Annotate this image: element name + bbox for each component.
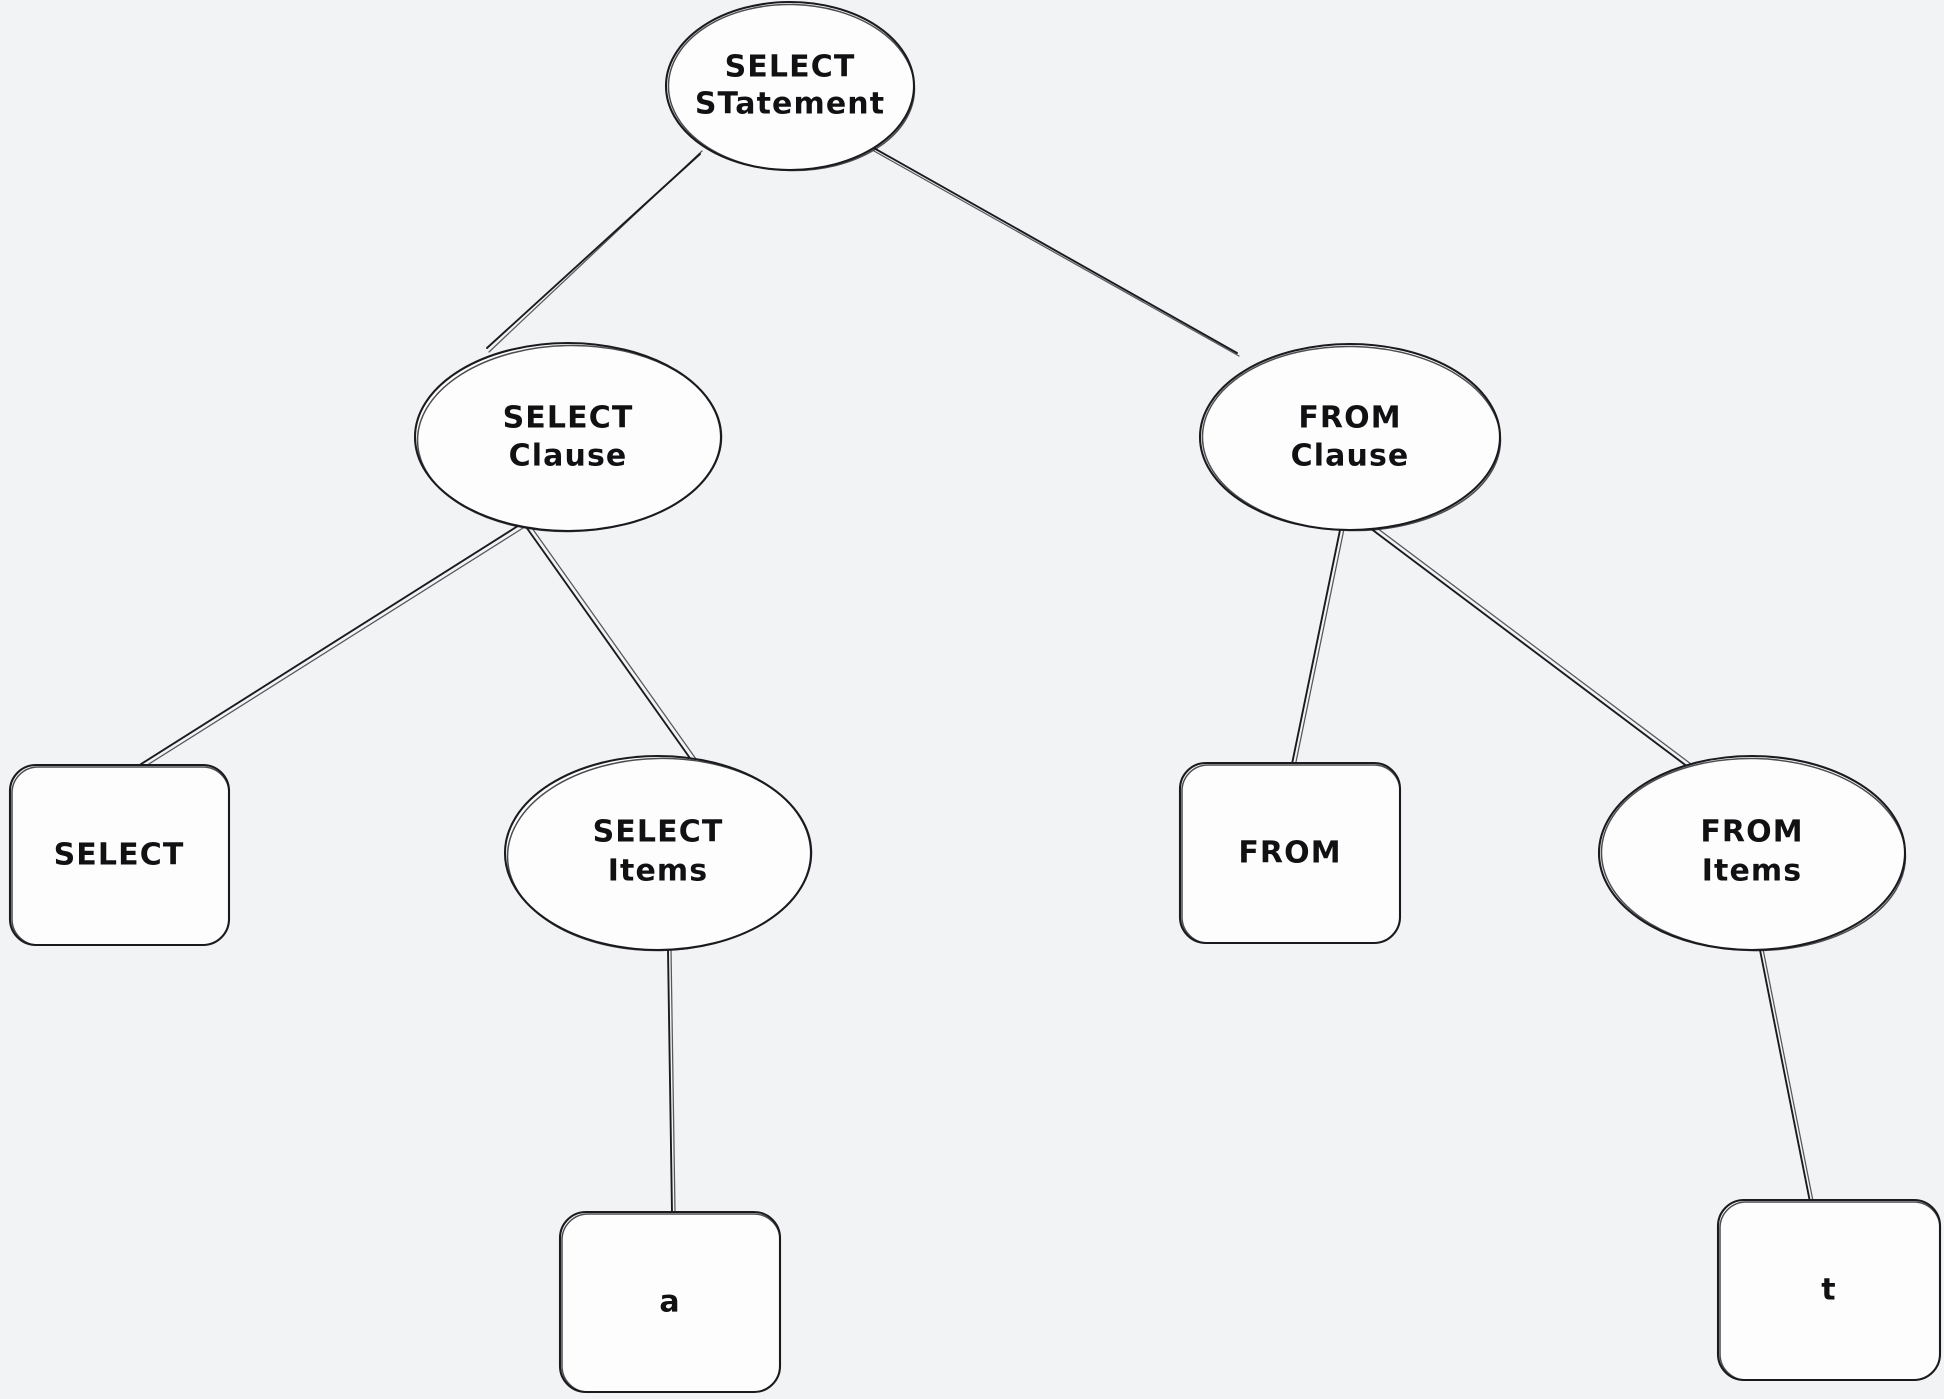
node-layer: SELECT STatement SELECT Clause FROM Clau… [8,0,1942,1394]
node-column-a[interactable]: a [558,1210,782,1394]
edge-from-clause-to-from-terminal [1291,528,1345,765]
node-column-a-label: a [659,1285,680,1320]
node-table-t-label: t [1821,1273,1836,1308]
node-from-clause-label-line2: Clause [1291,439,1410,474]
edge-select-items-to-column-a [667,948,676,1214]
edge-select-statement-to-select-clause [486,150,703,353]
edge-from-items-to-table-t [1759,948,1814,1203]
node-from-terminal-label: FROM [1238,836,1341,871]
node-from-clause[interactable]: FROM Clause [1198,342,1502,533]
node-from-items-label-line2: Items [1702,854,1802,889]
node-from-items-label-line1: FROM [1700,815,1803,850]
node-table-t[interactable]: t [1716,1198,1942,1382]
node-select-statement-label-line1: SELECT [725,50,856,85]
node-select-clause-label-line2: Clause [509,439,628,474]
node-from-clause-label-line1: FROM [1298,401,1401,436]
edge-from-clause-to-from-items [1369,524,1696,771]
node-select-terminal[interactable]: SELECT [8,763,231,947]
node-select-clause[interactable]: SELECT Clause [413,341,723,534]
edge-select-clause-to-select-items [523,520,697,762]
node-select-terminal-label: SELECT [54,838,185,873]
node-select-statement-label-line2: STatement [695,87,885,122]
edge-layer [137,146,1814,1214]
edge-select-clause-to-select-terminal [137,523,524,770]
node-select-items[interactable]: SELECT Items [503,754,814,953]
node-select-statement[interactable]: SELECT STatement [664,0,916,173]
node-select-clause-label-line1: SELECT [503,401,634,436]
node-select-items-label-line2: Items [608,854,708,889]
node-from-terminal[interactable]: FROM [1178,761,1402,945]
edge-select-statement-to-from-clause [871,146,1240,357]
node-select-items-label-line1: SELECT [593,815,724,850]
node-from-items[interactable]: FROM Items [1597,754,1907,953]
